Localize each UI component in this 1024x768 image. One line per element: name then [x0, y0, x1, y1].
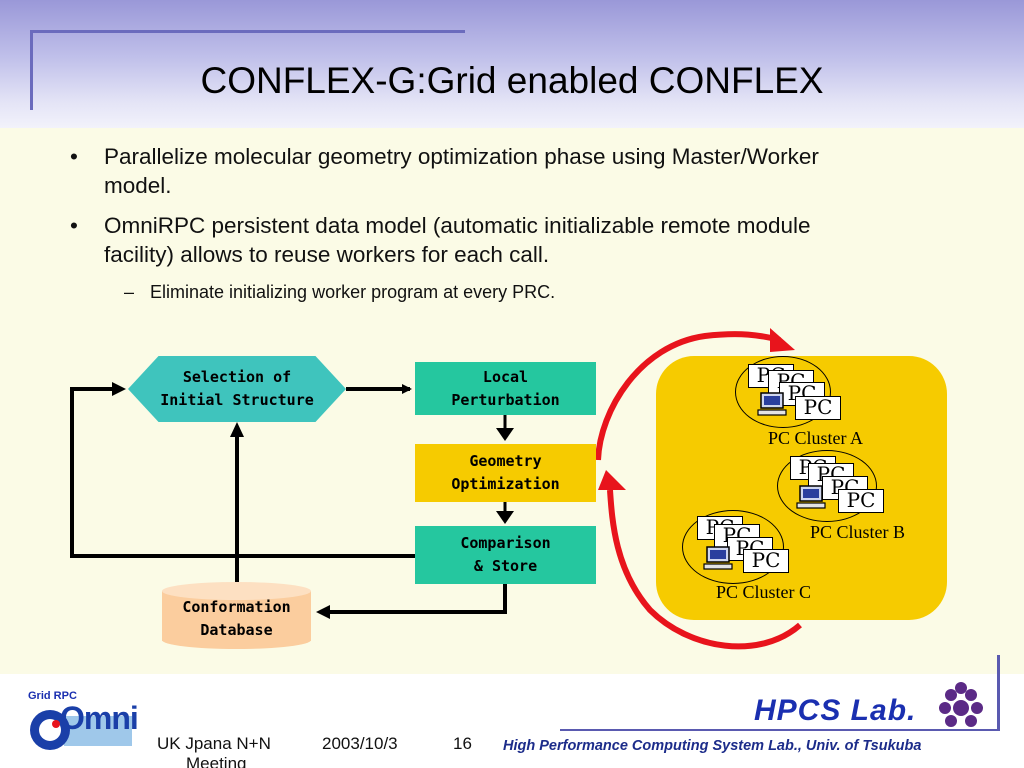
- red-arrow-return-head: [598, 470, 626, 490]
- local-line-1: Local: [482, 367, 529, 386]
- bullet-marker: •: [70, 213, 78, 238]
- omni-logo-word: Omni: [60, 700, 139, 736]
- red-arrow-return: [607, 489, 802, 650]
- arrow-local-to-geometry-head: [496, 428, 514, 441]
- header-vertical-rule: [30, 30, 33, 110]
- database-line-2: Database: [200, 621, 273, 639]
- loop-comparison-to-selection: [70, 387, 415, 558]
- cluster-a-ellipse: [735, 356, 831, 428]
- slide-header: CONFLEX-G:Grid enabled CONFLEX: [0, 0, 1024, 128]
- bullet-1-line-1: Parallelize molecular geometry optimizat…: [104, 144, 819, 169]
- bullet-2: • OmniRPC persistent data model (automat…: [70, 211, 984, 269]
- bullet-2-line-2: facility) allows to reuse workers for ea…: [104, 242, 550, 267]
- database-arrowhead: [316, 605, 330, 619]
- lab-full-name: High Performance Computing System Lab., …: [503, 738, 922, 754]
- loop-arrowhead: [112, 382, 126, 396]
- selection-arrowhead: [230, 422, 244, 437]
- footer-rule: [560, 729, 1000, 731]
- slide-title: CONFLEX-G:Grid enabled CONFLEX: [200, 60, 824, 101]
- footer-event-line-2: Meeting: [186, 754, 247, 768]
- database-line-1: Conformation: [182, 598, 291, 616]
- local-perturbation-box: Local Perturbation: [415, 362, 596, 415]
- selection-line-2: Initial Structure: [160, 391, 314, 409]
- footer-event: UK Jpana N+N: [157, 734, 271, 753]
- local-line-2: Perturbation: [451, 390, 560, 409]
- pc-box: PC: [838, 489, 884, 513]
- conformation-database-cylinder: Conformation Database: [162, 582, 311, 649]
- selection-hexagon: [128, 356, 346, 422]
- comparison-store-box: Comparison & Store: [415, 526, 596, 584]
- footer-page-number: 16: [453, 734, 472, 753]
- header-rule: [33, 30, 465, 33]
- computer-icon: [703, 546, 733, 570]
- sub-bullet-marker: –: [124, 282, 135, 302]
- arrow-geometry-to-comparison-head: [496, 511, 514, 524]
- selection-line-1: Selection of: [182, 368, 292, 386]
- pc-box: PC: [795, 396, 841, 420]
- bullet-2-line-1: OmniRPC persistent data model (automatic…: [104, 213, 811, 238]
- red-arrow-out: [595, 331, 781, 461]
- cluster-c-ellipse: [682, 510, 784, 584]
- omni-logo-top-text: Grid RPC: [28, 690, 77, 702]
- omni-logo-mark: [30, 710, 132, 750]
- footer-date: 2003/10/3: [322, 734, 398, 753]
- hpcs-lab-logo: HPCS Lab.: [754, 694, 917, 727]
- tsukuba-crest-icon: [939, 682, 983, 727]
- cluster-b-label: PC Cluster B: [810, 522, 906, 542]
- geometry-line-2: Optimization: [451, 475, 560, 493]
- geometry-line-1: Geometry: [469, 452, 542, 470]
- comparison-line-2: & Store: [473, 557, 538, 575]
- omni-logo: Grid RPC Omni: [26, 690, 139, 752]
- cluster-a-label: PC Cluster A: [768, 428, 864, 448]
- footer-vertical-rule: [997, 655, 1000, 731]
- pc-box: PC: [743, 549, 789, 573]
- red-arrow-out-head: [770, 328, 795, 352]
- computer-icon: [757, 392, 787, 416]
- cluster-c-label: PC Cluster C: [716, 582, 812, 602]
- arrow-comparison-to-database: [324, 584, 507, 614]
- sub-bullet-text: Eliminate initializing worker program at…: [150, 282, 556, 302]
- bullet-1-line-2: model.: [104, 173, 172, 198]
- computer-icon: [796, 485, 826, 509]
- selection-label: Selection of Initial Structure: [128, 366, 346, 412]
- comparison-line-1: Comparison: [460, 534, 551, 552]
- cluster-b-ellipse: [777, 450, 877, 522]
- slide-footer: [0, 674, 1024, 768]
- bullet-1: • Parallelize molecular geometry optimiz…: [70, 142, 984, 200]
- sub-bullet: – Eliminate initializing worker program …: [124, 280, 850, 304]
- bullet-marker: •: [70, 144, 78, 169]
- geometry-optimization-box: Geometry Optimization: [415, 444, 596, 502]
